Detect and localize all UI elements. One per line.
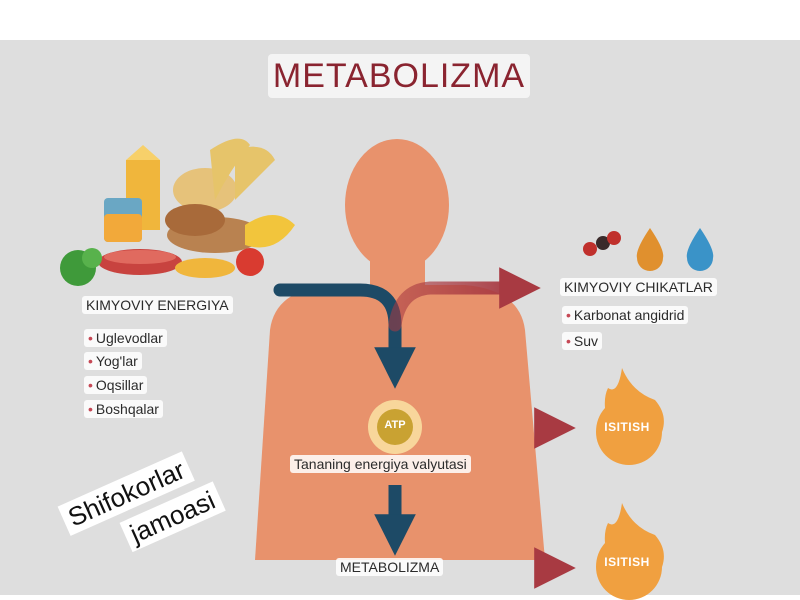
food-illustration bbox=[60, 138, 295, 286]
waste-output-arrow bbox=[388, 267, 541, 332]
flame-icon-2 bbox=[596, 503, 664, 600]
output-item: •Karbonat angidrid bbox=[562, 306, 689, 324]
heat-label-2: ISITISH bbox=[604, 555, 650, 569]
oil-drop-icon bbox=[636, 228, 664, 271]
atp-badge-label: ATP bbox=[384, 419, 406, 431]
heat-label-1: ISITISH bbox=[604, 420, 650, 434]
output-item: •Suv bbox=[562, 332, 603, 350]
input-item: •Yog'lar bbox=[84, 352, 142, 370]
atp-caption: Tananing energiya valyutasi bbox=[290, 455, 471, 473]
flame-icon-1 bbox=[596, 368, 664, 465]
inputs-heading: KIMYOVIY ENERGIYA bbox=[82, 296, 233, 314]
metabolism-label: METABOLIZMA bbox=[336, 558, 444, 576]
input-item: •Uglevodlar bbox=[84, 329, 167, 347]
input-item: •Oqsillar bbox=[84, 376, 148, 394]
atp-badge-icon bbox=[368, 400, 422, 454]
page-title: METABOLIZMA bbox=[268, 54, 530, 98]
molecule-icon bbox=[583, 231, 621, 256]
input-item: •Boshqalar bbox=[84, 400, 163, 418]
outputs-heading: KIMYOVIY CHIKATLAR bbox=[560, 278, 717, 296]
water-drop-icon bbox=[686, 228, 714, 271]
